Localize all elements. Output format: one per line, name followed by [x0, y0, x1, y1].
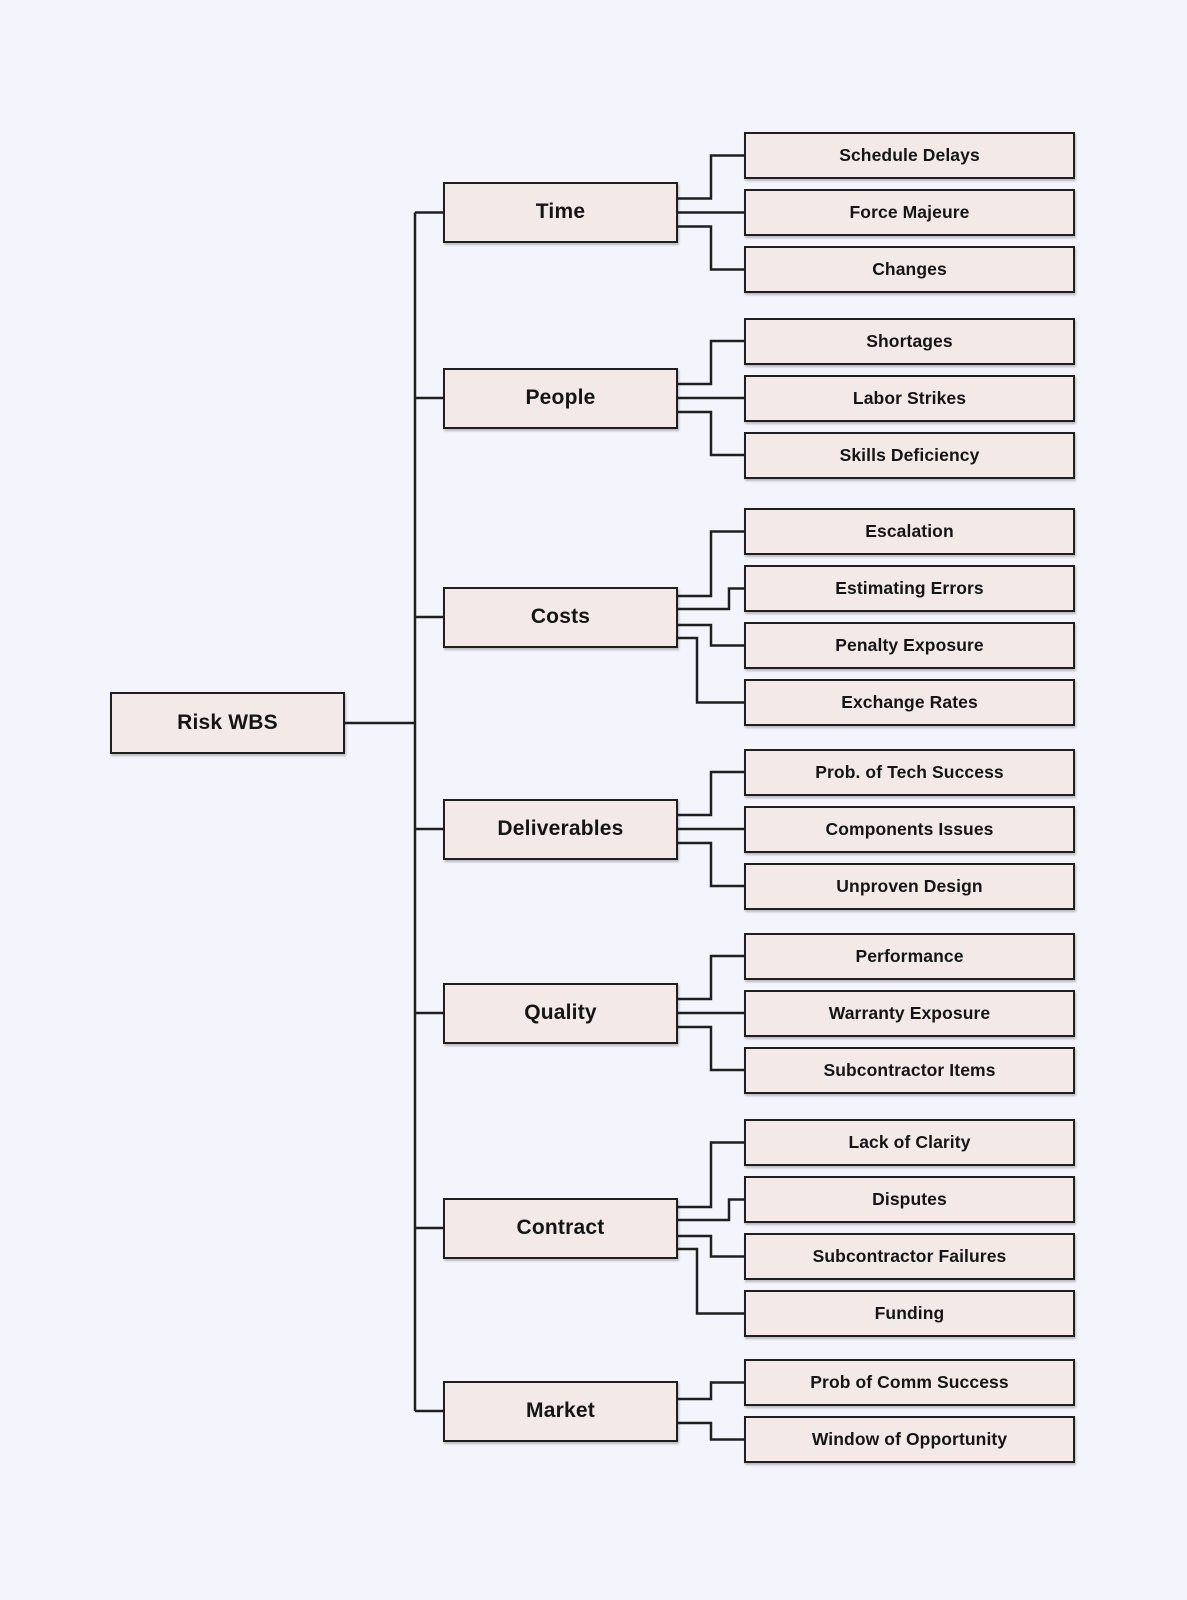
leaf-node-prob-of-comm-success: Prob of Comm Success — [744, 1359, 1075, 1406]
category-node-market: Market — [443, 1380, 678, 1442]
connector-line — [678, 587, 744, 611]
connector-line — [678, 954, 744, 1001]
connector-line — [678, 410, 744, 457]
category-node-contract: Contract — [443, 1197, 678, 1259]
connector-line — [678, 530, 744, 598]
leaf-node-prob-of-tech-success: Prob. of Tech Success — [744, 748, 1075, 796]
leaf-node-performance: Performance — [744, 932, 1075, 980]
connector-line — [678, 841, 744, 888]
connector-line — [678, 1198, 744, 1222]
leaf-node-shortages: Shortages — [744, 317, 1075, 365]
connector-line — [678, 1234, 744, 1258]
leaf-node-escalation: Escalation — [744, 508, 1075, 555]
leaf-node-lack-of-clarity: Lack of Clarity — [744, 1119, 1075, 1166]
connector-line — [678, 636, 744, 704]
leaf-node-funding: Funding — [744, 1290, 1075, 1337]
leaf-node-skills-deficiency: Skills Deficiency — [744, 431, 1075, 479]
connector-line — [678, 1025, 744, 1072]
leaf-node-subcontractor-failures: Subcontractor Failures — [744, 1233, 1075, 1280]
leaf-node-estimating-errors: Estimating Errors — [744, 565, 1075, 612]
leaf-node-changes: Changes — [744, 246, 1075, 293]
leaf-node-unproven-design: Unproven Design — [744, 862, 1075, 910]
leaf-node-warranty-exposure: Warranty Exposure — [744, 989, 1075, 1037]
connector-line — [678, 1141, 744, 1209]
connector-line — [678, 1247, 744, 1315]
category-node-people: People — [443, 367, 678, 429]
leaf-node-subcontractor-items: Subcontractor Items — [744, 1046, 1075, 1094]
leaf-node-exchange-rates: Exchange Rates — [744, 679, 1075, 726]
connector-line — [678, 623, 744, 647]
connector-line — [678, 154, 744, 200]
connector-line — [678, 1381, 744, 1401]
leaf-node-labor-strikes: Labor Strikes — [744, 374, 1075, 422]
leaf-node-penalty-exposure: Penalty Exposure — [744, 622, 1075, 669]
root-node-risk-wbs: Risk WBS — [110, 692, 345, 754]
leaf-node-window-of-opportunity: Window of Opportunity — [744, 1416, 1075, 1463]
leaf-node-components-issues: Components Issues — [744, 805, 1075, 853]
category-node-deliverables: Deliverables — [443, 798, 678, 860]
leaf-node-force-majeure: Force Majeure — [744, 189, 1075, 236]
category-node-quality: Quality — [443, 982, 678, 1044]
connector-line — [678, 770, 744, 817]
connector-line — [678, 339, 744, 386]
connector-line — [678, 1421, 744, 1441]
category-node-costs: Costs — [443, 586, 678, 648]
leaf-node-schedule-delays: Schedule Delays — [744, 132, 1075, 179]
leaf-node-disputes: Disputes — [744, 1176, 1075, 1223]
category-node-time: Time — [443, 182, 678, 243]
connector-line — [678, 225, 744, 271]
